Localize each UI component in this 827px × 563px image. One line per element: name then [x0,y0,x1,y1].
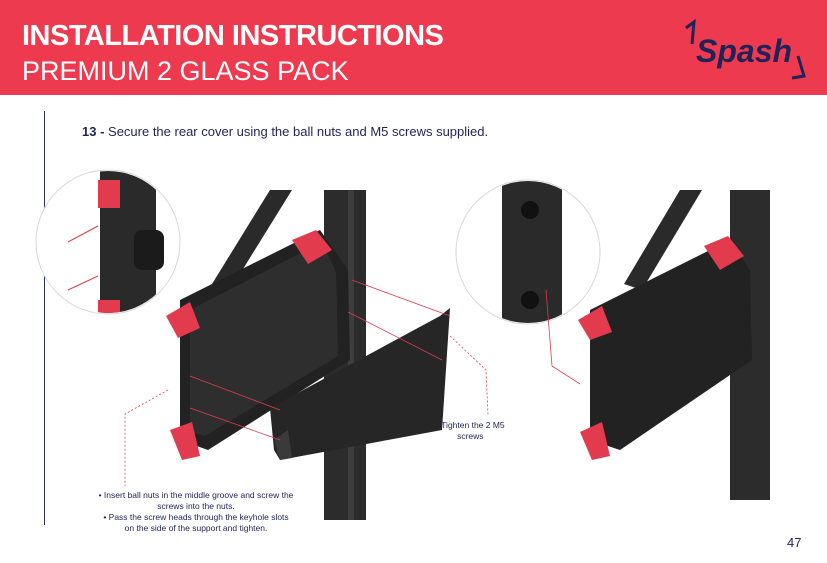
right-arm [624,190,702,290]
right-enclosure [590,240,752,450]
left-arm [212,190,292,290]
note-screw-line2: on the side of the support and tighten. [124,523,268,533]
red-corner [166,302,200,338]
spash-logo: Spash [685,18,806,80]
rear-cover [270,308,450,460]
page-subtitle: PREMIUM 2 GLASS PACK [22,56,349,86]
note-ball-line1: • Insert ball nuts in the middle groove … [98,490,294,500]
margin-rule [44,111,45,525]
note-screw-line1: • Pass the screw heads through the keyho… [103,512,289,522]
installation-illustration [35,169,770,520]
step-text: Secure the rear cover using the ball nut… [104,124,489,139]
note-screw-heads: • Pass the screw heads through the keyho… [96,512,296,534]
note-ball-line2: screws into the nuts. [157,501,235,511]
page-title: INSTALLATION INSTRUCTIONS [22,20,444,52]
step-instruction: 13 - Secure the rear cover using the bal… [82,124,488,139]
logo-text: Spash [696,33,792,69]
step-number: 13 - [82,124,105,139]
note-tighten-line1: • Tighten the 2 M5 [436,420,505,430]
red-corner [170,422,200,460]
page-number: 47 [787,535,802,550]
header-banner: INSTALLATION INSTRUCTIONS PREMIUM 2 GLAS… [0,0,827,95]
note-ball-nuts: • Insert ball nuts in the middle groove … [96,490,296,512]
note-tighten-line2: screws [457,431,484,441]
note-tighten-screws: • Tighten the 2 M5 screws [436,420,505,442]
red-corner [292,230,332,264]
